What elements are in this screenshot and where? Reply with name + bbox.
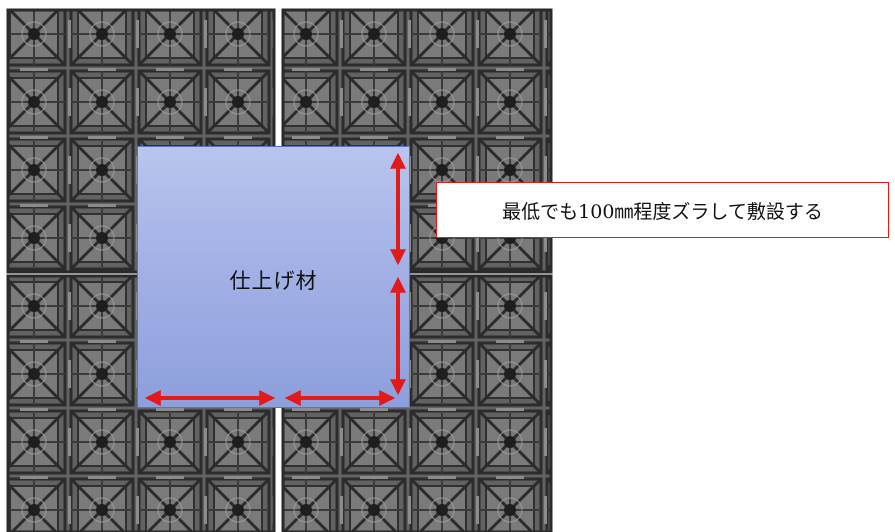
offset-note-callout: 最低でも100㎜程度ズラして敷設する	[436, 182, 889, 238]
offset-note-text: 最低でも100㎜程度ズラして敷設する	[502, 200, 823, 223]
finish-material-panel: 仕上げ材	[137, 146, 410, 408]
finish-material-label: 仕上げ材	[229, 269, 318, 293]
